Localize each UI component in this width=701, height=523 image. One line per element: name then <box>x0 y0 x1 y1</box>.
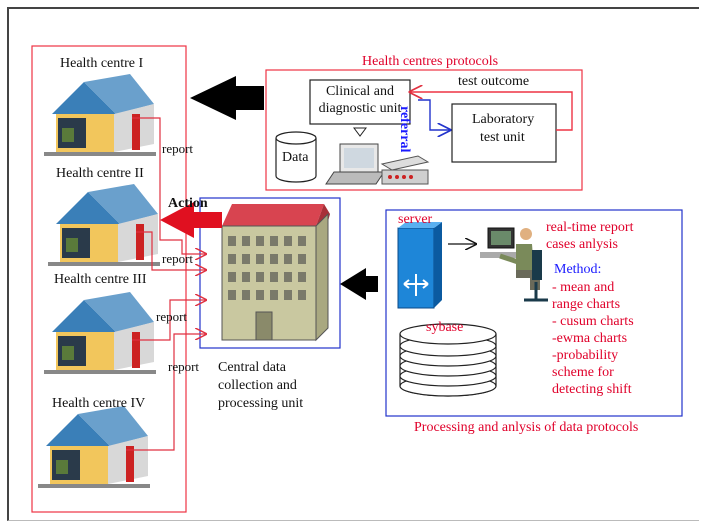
report-line-1 <box>132 117 206 254</box>
server-icon <box>397 222 442 309</box>
method-line-3: - cusum charts <box>552 314 634 329</box>
laptop-icon <box>325 143 385 185</box>
analyst-icon <box>480 227 548 302</box>
sybase-label: sybase <box>426 320 464 335</box>
clinical-unit-box <box>309 79 411 125</box>
health-centre-3-label: Health centre III <box>54 272 147 287</box>
clinical-unit-line-1: Clinical and <box>325 84 395 99</box>
method-line-4: -ewma charts <box>552 331 628 346</box>
health-centre-4-label: Health centre IV <box>52 396 146 411</box>
test-outcome-label: test outcome <box>458 74 530 89</box>
outer-frame <box>7 7 699 521</box>
database-icon <box>275 131 317 183</box>
report-line-2 <box>136 231 206 270</box>
report-label-1: report <box>162 141 194 156</box>
server-label: server <box>398 212 433 227</box>
health-centres-box <box>31 45 187 513</box>
house-icon-4 <box>38 406 150 488</box>
report-label-4: report <box>168 359 200 374</box>
realtime-line-2: cases anlysis <box>546 237 618 252</box>
health-centre-1-label: Health centre I <box>60 56 144 71</box>
report-line-4 <box>126 334 206 451</box>
lab-device-icon <box>380 155 430 185</box>
lab-unit-line-1: Laboratory <box>472 112 535 127</box>
central-unit-line-3: processing unit <box>218 396 304 411</box>
method-line-7: detecting shift <box>552 382 632 397</box>
clinical-unit-line-2: diagnostic unit <box>318 101 402 116</box>
data-label: Data <box>282 150 309 165</box>
processing-box <box>385 209 683 417</box>
action-label: Action <box>168 196 208 211</box>
sybase-database-icon <box>399 323 497 397</box>
building-icon <box>221 204 330 342</box>
protocols-box <box>265 69 583 191</box>
feedback-arrow <box>190 76 264 120</box>
realtime-line-1: real-time report <box>546 220 634 235</box>
method-line-2: range charts <box>552 297 621 312</box>
house-icon-2 <box>48 184 160 266</box>
method-title: Method: <box>554 262 602 277</box>
central-unit-line-2: collection and <box>218 378 297 393</box>
protocols-title: Health centres protocols <box>362 54 499 69</box>
house-icon-1 <box>44 74 156 156</box>
report-label-2: report <box>162 251 194 266</box>
report-label-3: report <box>156 309 188 324</box>
method-line-5: -probability <box>552 348 619 363</box>
lab-unit-box <box>451 103 557 163</box>
action-arrow <box>160 202 222 238</box>
central-unit-line-1: Central data <box>218 360 287 375</box>
method-line-6: scheme for <box>552 365 614 380</box>
lab-unit-line-2: test unit <box>480 130 525 145</box>
report-line-3 <box>132 300 206 341</box>
health-centre-2-label: Health centre II <box>56 166 144 181</box>
house-icon-3 <box>44 292 156 374</box>
processing-title: Processing and anlysis of data protocols <box>414 420 639 435</box>
referral-label: referral <box>397 106 412 153</box>
data-flow-arrow <box>340 268 378 300</box>
method-line-1: - mean and <box>552 280 615 295</box>
